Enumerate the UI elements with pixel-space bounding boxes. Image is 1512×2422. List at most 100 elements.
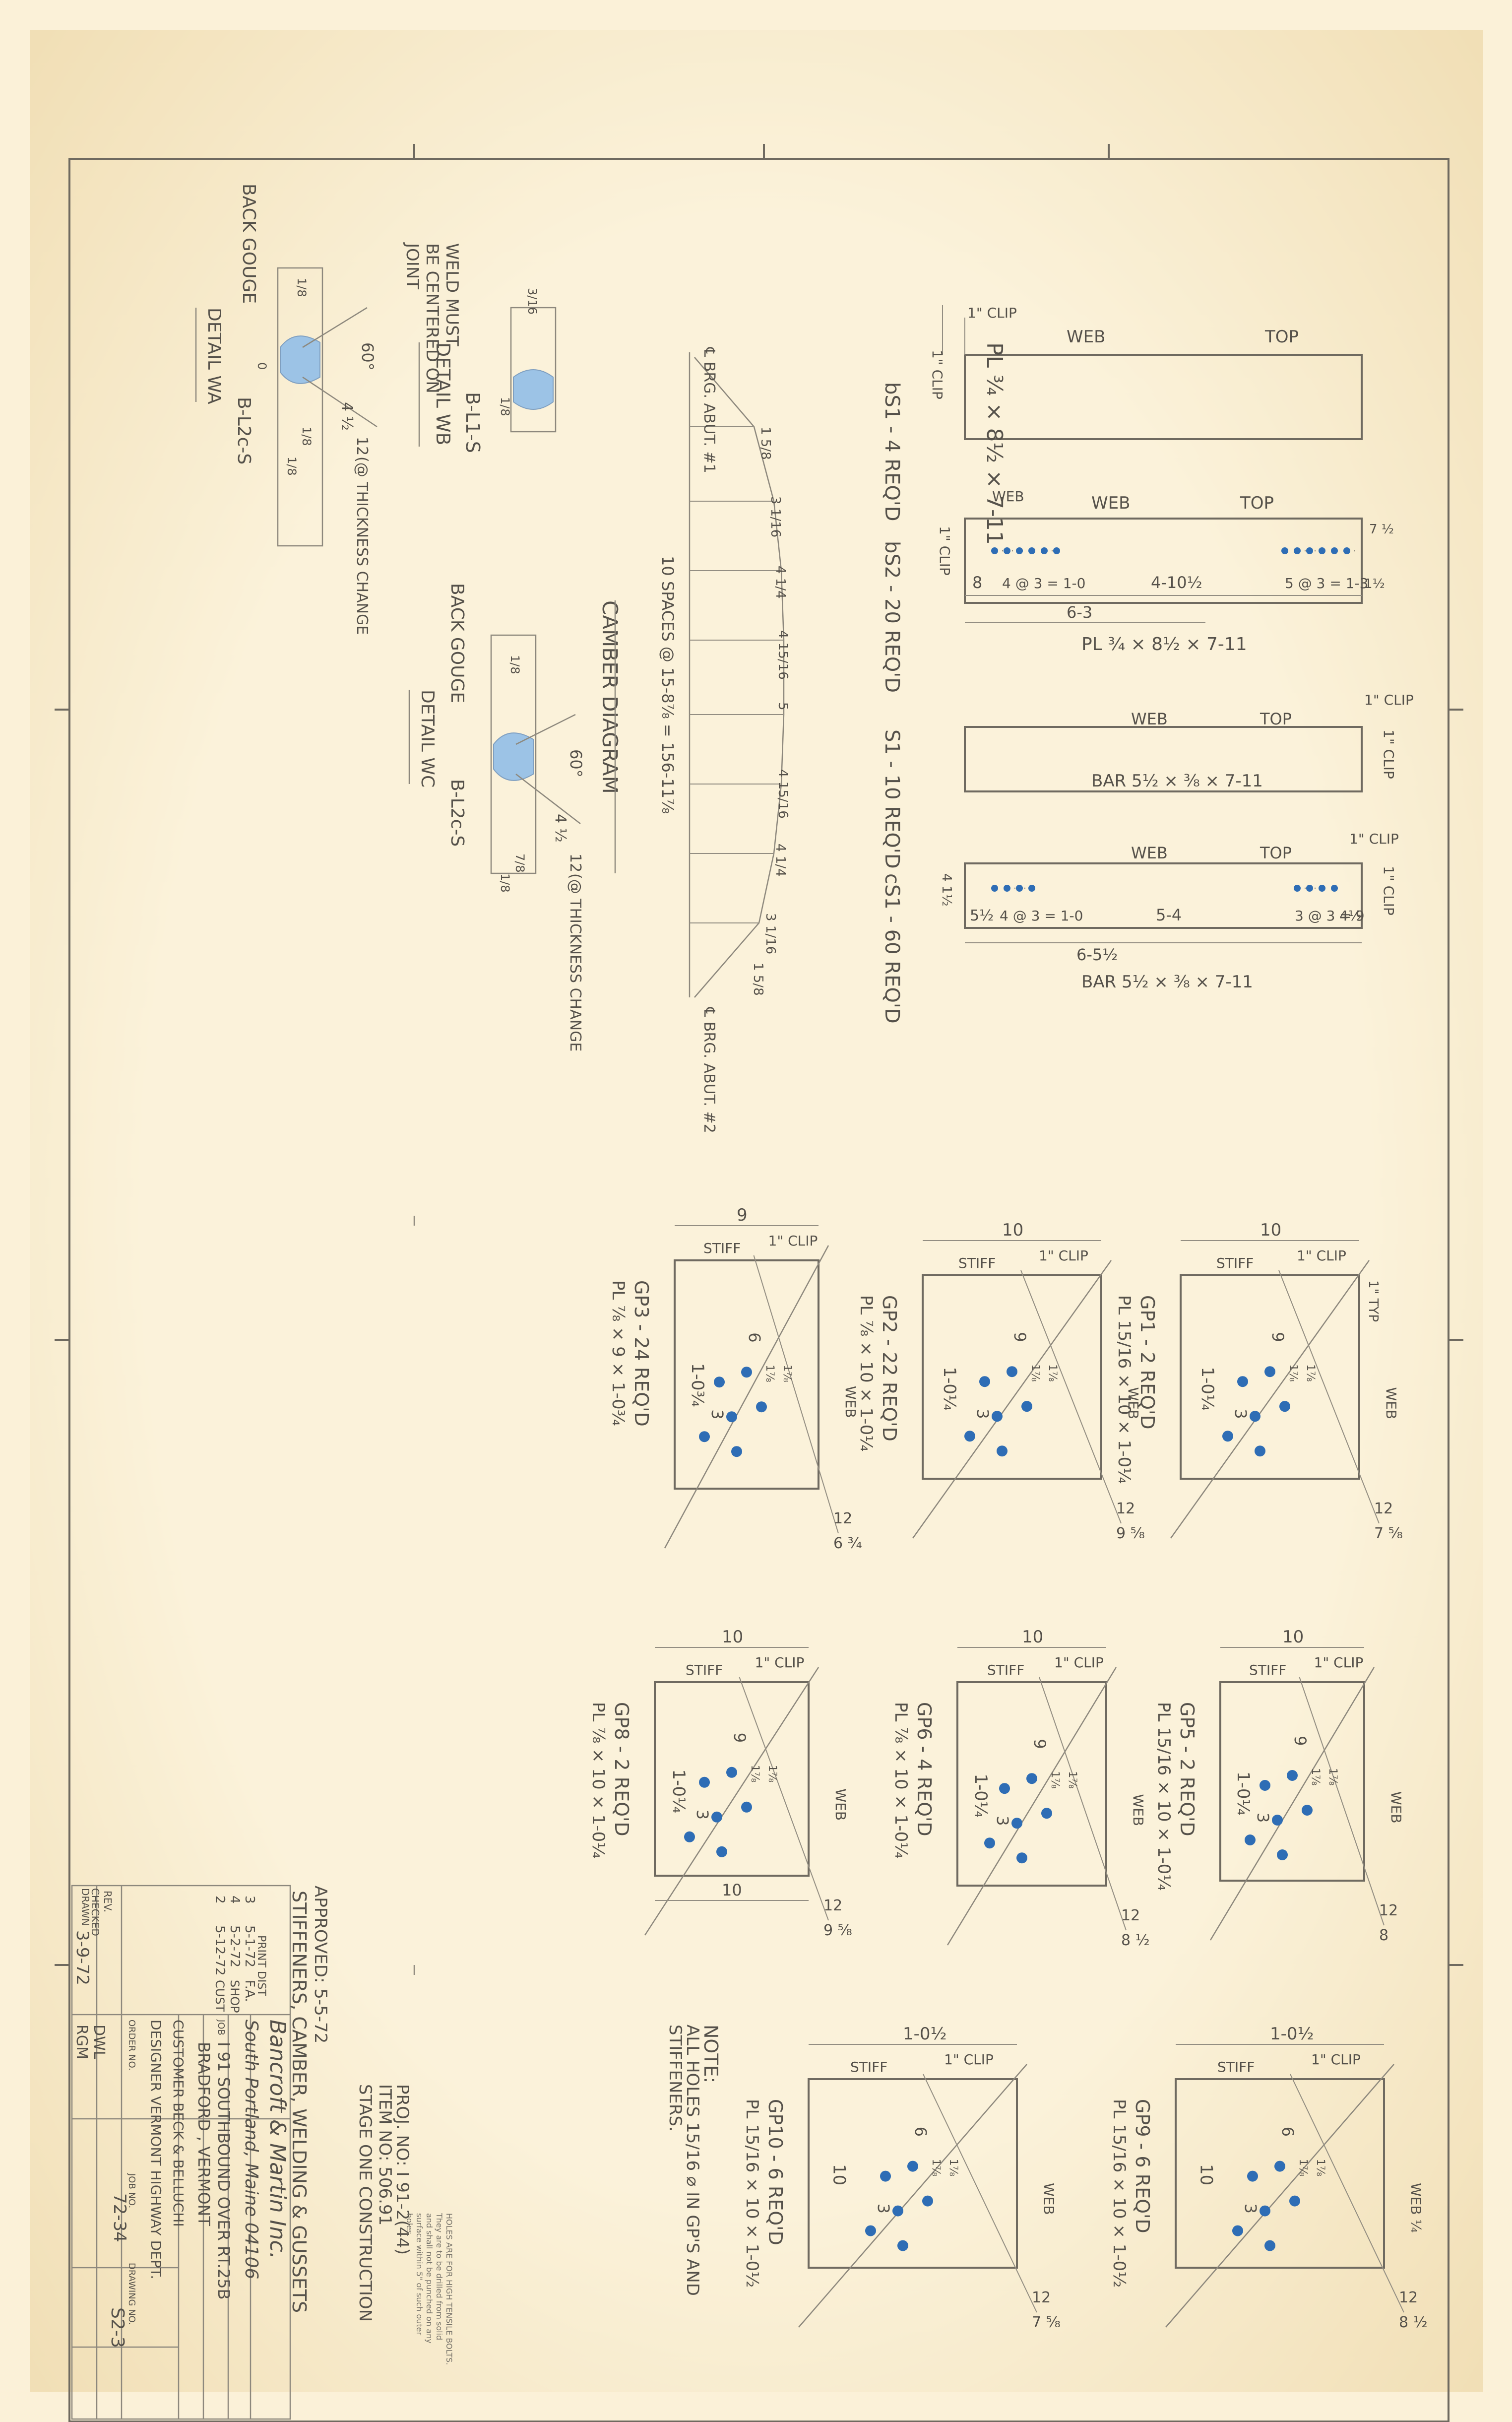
gusset-size: PL ⅞ × 10 × 1-0¼: [891, 1702, 911, 1858]
bs2-dim-a: 8: [972, 573, 982, 592]
print-2-by: SHOP: [228, 1980, 242, 2013]
gusset-gage-1: 6: [911, 2127, 930, 2137]
gusset-web-label: WEB: [1388, 1791, 1404, 1824]
gusset-slope-num: 6 ¾: [833, 1535, 862, 1552]
cs1-dim-e: 4½: [1339, 908, 1362, 924]
wc-dim2: 7/8: [513, 853, 527, 873]
stiffener-hole: [1343, 547, 1350, 554]
gusset-dim-bottom: 10: [722, 1881, 742, 1899]
gusset-hole: [1287, 1770, 1298, 1781]
gusset-space-2: 1⅞: [766, 1765, 778, 1782]
bs1-clip1: 1" CLIP: [967, 305, 1017, 321]
wa-angle: 60°: [358, 342, 377, 371]
gusset-hole: [865, 2225, 876, 2236]
bs1-clip2: 1" CLIP: [929, 350, 945, 399]
gusset-size: PL 15/16 × 10 × 1-0¼: [1114, 1295, 1134, 1484]
wb-dim2: 1/8: [498, 397, 512, 416]
hst-note-4: surface within 5" of such outer: [415, 2213, 424, 2336]
gusset-mark: GP1 - 2 REQ'D: [1136, 1295, 1158, 1430]
print-3-no: 2: [212, 1896, 227, 1904]
stiffener-holes: [991, 547, 1350, 892]
gusset-web-label: WEB: [1383, 1387, 1399, 1420]
gusset-clip-label: 1" CLIP: [1297, 1247, 1346, 1264]
gusset-slope-num: 8 ½: [1121, 1932, 1150, 1949]
wa-dim2: 1/8: [300, 427, 314, 446]
stiffener-hole: [1028, 885, 1035, 892]
gusset-web-label: WEB: [832, 1789, 849, 1821]
gusset-clip-label: 1" CLIP: [768, 1233, 818, 1249]
wb-note1: WELD MUST: [442, 243, 462, 346]
gusset-hole: [1250, 1411, 1260, 1422]
gusset-slope-num: 7 ⅝: [1032, 2314, 1061, 2331]
gusset-space-2: 1⅞: [1304, 1364, 1317, 1381]
gusset-hole: [1021, 1401, 1032, 1412]
camber-end: ℄ BRG. ABUT. #2: [700, 1007, 718, 1133]
stiffener-hole: [1016, 885, 1023, 892]
job-line2: BRADFORD , VERMONT: [194, 2042, 213, 2226]
bs2-dim-e: 1½: [1364, 577, 1385, 591]
gusset-gage-2: 3: [973, 1409, 992, 1419]
stiffener-hole: [1331, 547, 1338, 554]
gusset-slope: 12: [823, 1897, 842, 1914]
gusset-typ: 1" TYP: [1366, 1280, 1381, 1322]
hst-note-5: holes.: [405, 2213, 414, 2237]
company-name: Bancroft & Martin Inc.: [265, 2020, 290, 2259]
wa-note: (@ THICKNESS CHANGE: [353, 457, 371, 635]
wc-dim3: 1/8: [498, 873, 512, 893]
job-no: 72-34: [110, 2193, 129, 2242]
gusset-space-1: 1⅞: [1049, 1771, 1061, 1788]
gusset-stiff-label: STIFF: [958, 1255, 996, 1271]
gusset-web-label: WEB: [842, 1386, 859, 1418]
gusset-slope: 12: [1121, 1907, 1140, 1924]
approved: APPROVED: 5-5-72: [311, 1886, 330, 2043]
gusset-gage-1: 9: [730, 1733, 749, 1743]
gusset-dim-top: 10: [1002, 1220, 1023, 1240]
cs1-length: 6-5½: [1076, 945, 1118, 964]
wc-label: BACK GOUGE: [447, 583, 467, 703]
stiffener-hole: [1294, 885, 1301, 892]
bs2-size: PL ¾ × 8½ × 7-11: [1081, 634, 1247, 655]
gusset-space-1: 1⅞: [763, 1365, 776, 1382]
camber-ord-4: 4 15/16: [775, 630, 790, 680]
gusset-slope-num: 8: [1379, 1927, 1388, 1944]
cs1-edge: 4 1½: [939, 873, 954, 907]
gusset-dim-top: 10: [722, 1627, 743, 1647]
gusset-hole: [1260, 1780, 1270, 1791]
stiffener-hole: [991, 885, 998, 892]
gusset-dim-top: 1-0½: [1270, 2024, 1314, 2044]
gusset-gage-2: 3: [708, 1409, 727, 1419]
customer: CUSTOMER BECK & BELLUCHI: [170, 2020, 187, 2227]
gusset-gage-2: 3: [1231, 1409, 1250, 1419]
wc-note: (@ THICKNESS CHANGE: [567, 873, 584, 1051]
gusset-hole: [1026, 1773, 1037, 1784]
gusset-hole: [1272, 1815, 1283, 1826]
gusset-slope: 12: [1032, 2289, 1051, 2306]
gusset-clip-label: 1" CLIP: [1054, 1654, 1104, 1671]
gusset-mark: GP10 - 6 REQ'D: [764, 2099, 786, 2245]
gusset-size: PL 15/16 × 10 × 1-0¼: [1154, 1702, 1174, 1891]
note-heading: NOTE:: [700, 2025, 722, 2083]
wb-note3: JOINT: [402, 242, 422, 289]
gusset-side-dim: 1-0¼: [1233, 1771, 1253, 1816]
stiffener-bs1: PL ¾ × 8½ × 7-11 WEB TOP 1" CLIP 1" CLIP…: [881, 305, 1363, 545]
gusset-hole: [1245, 1834, 1256, 1845]
camber-title: CAMBER DIAGRAM: [598, 600, 622, 794]
stiffener-hole: [1041, 547, 1048, 554]
gusset-hole: [964, 1431, 975, 1442]
stiffener-hole: [1319, 885, 1325, 892]
gusset-slope: 12: [1399, 2289, 1418, 2306]
designer: DESIGNER VERMONT HIGHWAY DEPT.: [148, 2020, 164, 2279]
gusset-hole: [1277, 1849, 1288, 1860]
s1-size: BAR 5½ × ⅜ × 7-11: [1091, 771, 1263, 791]
gusset-web-label: WEB ¼: [1408, 2183, 1424, 2233]
stiffener-hole: [1294, 547, 1301, 554]
camber-ord-2: 3 1/16: [768, 496, 783, 537]
camber-start: ℄ BRG. ABUT. #1: [700, 347, 718, 473]
gusset-space-2: 1⅞: [1314, 2159, 1326, 2176]
drawn-label: DRAWN: [79, 1888, 91, 1926]
gusset-hole: [1041, 1808, 1052, 1819]
gusset-hole: [997, 1445, 1008, 1457]
